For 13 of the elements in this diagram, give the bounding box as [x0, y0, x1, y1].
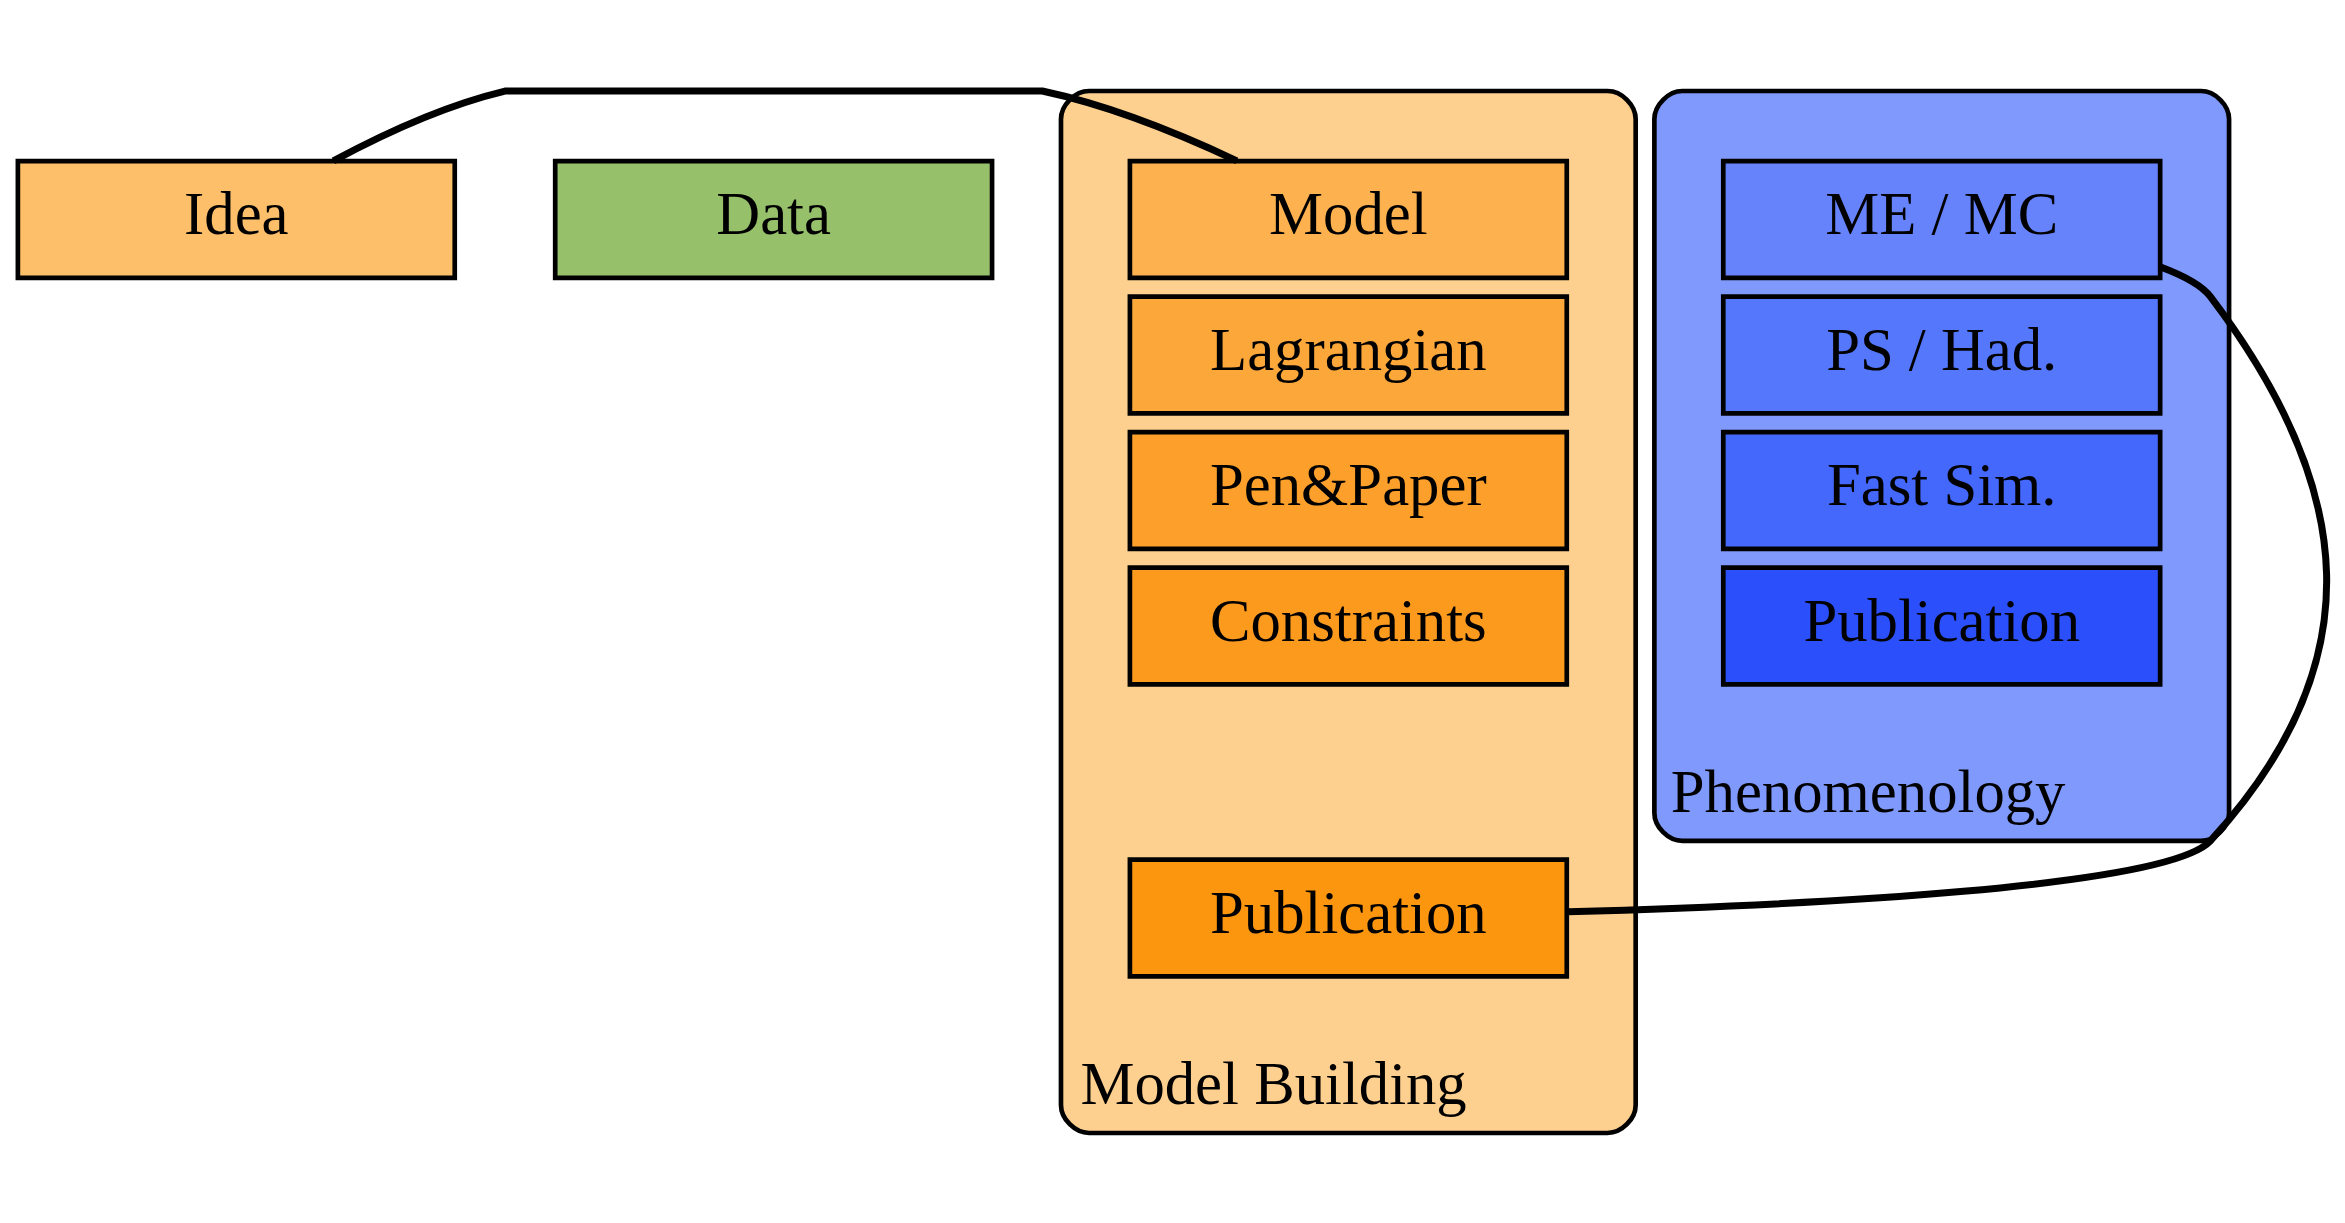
- node-box: Fast Sim.: [1720, 429, 2163, 551]
- node-box: Pen&Paper: [1127, 429, 1570, 551]
- connector: [1567, 263, 2330, 915]
- node-box: PS / Had.: [1720, 293, 2163, 416]
- node-box: Lagrangian: [1127, 293, 1570, 416]
- node-box: Idea: [15, 158, 458, 280]
- node-box: ME / MC: [1720, 158, 2163, 280]
- node-box: Data: [552, 158, 995, 280]
- node-box: Model: [1127, 158, 1570, 280]
- node-box: Publication: [1720, 564, 2163, 687]
- connector: [331, 86, 1239, 164]
- node-box: Publication: [1127, 856, 1570, 979]
- node-box: Constraints: [1127, 564, 1570, 687]
